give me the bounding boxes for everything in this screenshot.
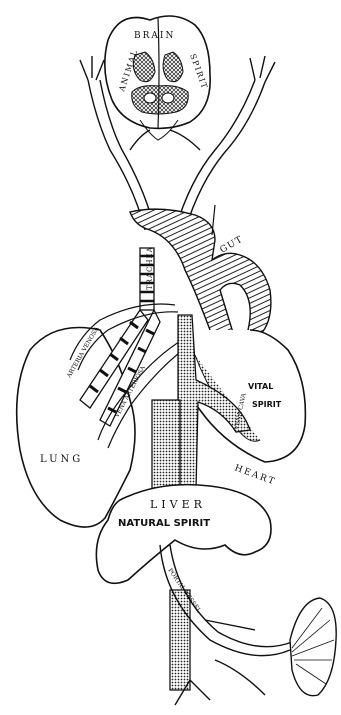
heart-spirit-label: SPIRIT xyxy=(252,400,282,409)
natural-spirit-label: NATURAL SPIRIT xyxy=(118,518,210,529)
rete-mirabile xyxy=(132,86,189,114)
heart-label: HEART xyxy=(233,463,277,487)
brain-label: BRAIN xyxy=(134,31,175,41)
ventricle-hole-right xyxy=(162,93,174,103)
liver-label: LIVER xyxy=(150,498,206,511)
intestine xyxy=(290,598,336,696)
trachea-label: TRACHEA xyxy=(146,246,154,290)
lung-label: LUNG xyxy=(40,454,83,465)
vital-label: VITAL xyxy=(248,382,273,391)
gut-label: GUT xyxy=(219,234,246,255)
ventricle-hole-left xyxy=(144,93,156,103)
